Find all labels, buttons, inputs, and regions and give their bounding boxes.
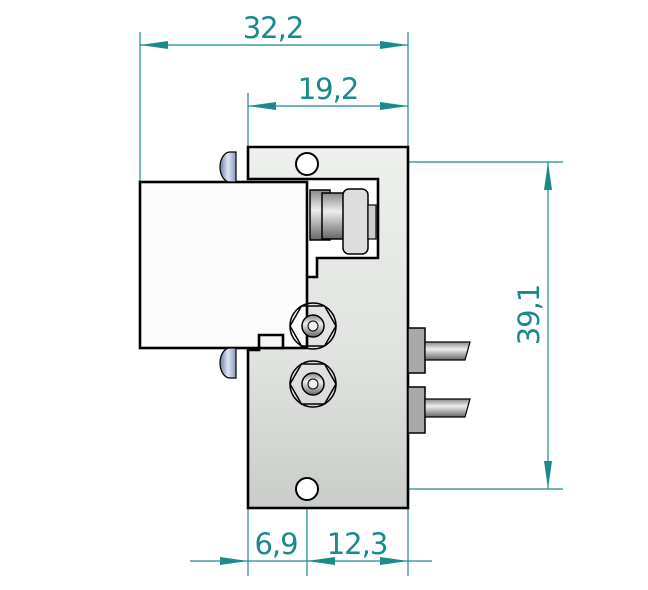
dimension-overall-width: 32,2	[243, 11, 304, 45]
dimension-hole-offset-left: 6,9	[254, 527, 297, 561]
dimension-hole-spacing: 39,1	[512, 285, 546, 346]
hex-fitting-upper	[289, 302, 337, 350]
mounting-hole-top	[295, 152, 319, 176]
connector-knob	[342, 188, 369, 255]
screw-head-top	[219, 151, 237, 183]
valve-block	[138, 145, 471, 510]
hose-barb-lower	[407, 386, 471, 434]
screw-head-bottom	[219, 347, 237, 379]
dimension-lines	[140, 41, 552, 565]
dimension-hole-offset-right: 12,3	[327, 527, 388, 561]
hose-barb-upper	[407, 327, 471, 374]
mounting-hole-bottom	[295, 477, 319, 501]
dimension-plate-width: 19,2	[298, 72, 359, 106]
step-block	[257, 333, 285, 350]
hex-fitting-lower	[289, 360, 337, 408]
solenoid-body	[138, 180, 309, 350]
